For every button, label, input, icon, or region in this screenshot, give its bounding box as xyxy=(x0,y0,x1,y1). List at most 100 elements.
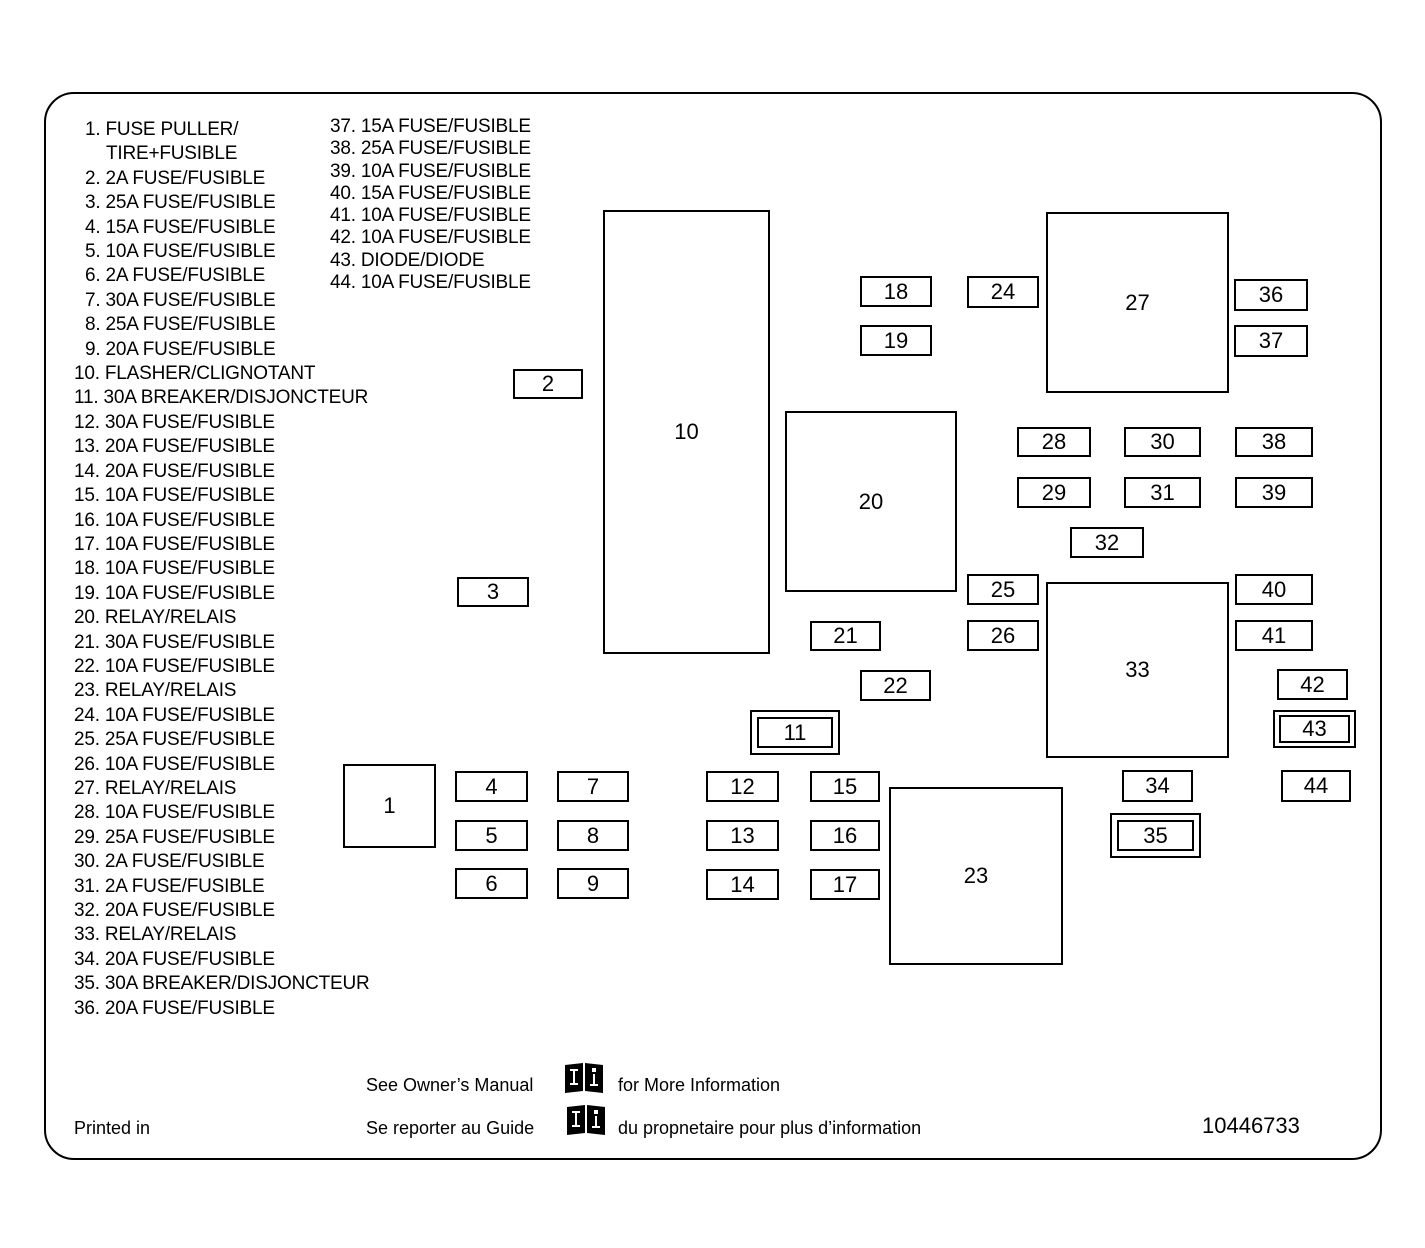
guide-book-icon xyxy=(567,1105,605,1135)
slot-label: 33 xyxy=(1125,657,1150,682)
fuse-slot-21: 21 xyxy=(810,621,881,651)
fuse-slot-22: 22 xyxy=(860,670,931,701)
fuse-slot-2: 2 xyxy=(513,369,583,399)
fuse-slot-17: 17 xyxy=(810,869,880,900)
fuse-slot-39: 39 xyxy=(1235,477,1313,508)
legend-entry: 13. 20A FUSE/FUSIBLE xyxy=(74,436,275,458)
relay-slot-23: 23 xyxy=(889,787,1063,965)
slot-label: 23 xyxy=(963,863,989,888)
legend-entry: 14. 20A FUSE/FUSIBLE xyxy=(74,460,275,482)
slot-label: 14 xyxy=(730,871,755,897)
slot-label: 20 xyxy=(858,488,884,514)
fuse-slot-28: 28 xyxy=(1017,427,1091,457)
printed-in-text: Printed in xyxy=(74,1118,151,1138)
legend-entry: 12. 30A FUSE/FUSIBLE xyxy=(74,411,275,433)
slot-label: 27 xyxy=(1125,289,1150,315)
slot-label: 38 xyxy=(1261,429,1287,454)
legend-entry: 24. 10A FUSE/FUSIBLE xyxy=(74,704,275,726)
fuse-slot-38: 38 xyxy=(1235,427,1313,457)
breaker-inner: 35 xyxy=(1117,820,1194,851)
fuse-slot-19: 19 xyxy=(860,325,932,356)
breaker-inner: 11 xyxy=(757,717,833,748)
breaker-slot-11: 11 xyxy=(750,710,840,755)
fuse-slot-13: 13 xyxy=(706,820,779,851)
slot-label: 1 xyxy=(383,793,396,818)
legend-entry: 34. 20A FUSE/FUSIBLE xyxy=(74,948,275,970)
fuse-slot-42: 42 xyxy=(1277,669,1348,700)
relay-slot-27: 27 xyxy=(1046,212,1229,393)
slot-label: 43 xyxy=(1302,716,1327,741)
slot-label: 25 xyxy=(990,576,1016,602)
slot-label: 3 xyxy=(486,579,500,604)
slot-label: 15 xyxy=(832,773,858,799)
legend-entry: 6. 2A FUSE/FUSIBLE xyxy=(85,265,266,287)
proprietaire-text: du propnetaire pour plus d’information xyxy=(618,1118,922,1138)
fuse-puller-slot-1: 1 xyxy=(343,764,436,848)
see-owners-manual-text: See Owner’s Manual xyxy=(366,1075,534,1095)
legend-entry: 10. FLASHER/CLIGNOTANT xyxy=(74,363,316,385)
slot-label: 17 xyxy=(832,871,858,897)
diode-inner: 43 xyxy=(1279,715,1350,743)
fuse-slot-44: 44 xyxy=(1281,770,1351,802)
fuse-slot-25: 25 xyxy=(967,574,1039,605)
legend-entry: 41. 10A FUSE/FUSIBLE xyxy=(330,205,531,227)
legend-entry: 31. 2A FUSE/FUSIBLE xyxy=(74,875,265,897)
legend-entry: 25. 25A FUSE/FUSIBLE xyxy=(74,729,275,751)
legend-entry: 15. 10A FUSE/FUSIBLE xyxy=(74,485,275,507)
fuse-slot-41: 41 xyxy=(1235,620,1313,651)
legend-entry: 23. RELAY/RELAIS xyxy=(74,680,237,702)
fuse-slot-31: 31 xyxy=(1124,477,1201,508)
fuse-slot-18: 18 xyxy=(860,276,932,307)
legend-entry: 26. 10A FUSE/FUSIBLE xyxy=(74,753,275,775)
se-reporter-text: Se reporter au Guide xyxy=(366,1118,535,1138)
slot-label: 36 xyxy=(1258,282,1284,307)
fuse-slot-30: 30 xyxy=(1124,427,1201,457)
fuse-slot-16: 16 xyxy=(810,820,880,851)
legend-entry: 33. RELAY/RELAIS xyxy=(74,924,237,946)
fuse-slot-37: 37 xyxy=(1234,325,1308,357)
owners-manual-book-icon xyxy=(565,1063,603,1093)
legend-entry: 29. 25A FUSE/FUSIBLE xyxy=(74,826,275,848)
fuse-slot-8: 8 xyxy=(557,820,629,851)
slot-label: 10 xyxy=(674,419,699,444)
diode-slot-43: 43 xyxy=(1273,710,1356,748)
slot-label: 40 xyxy=(1261,576,1287,602)
more-information-text: for More Information xyxy=(618,1075,781,1095)
legend-entry: 3. 25A FUSE/FUSIBLE xyxy=(85,192,276,214)
slot-label: 9 xyxy=(586,870,600,896)
legend-entry: 16. 10A FUSE/FUSIBLE xyxy=(74,509,275,531)
legend-entry: 19. 10A FUSE/FUSIBLE xyxy=(74,582,275,604)
fuse-slot-29: 29 xyxy=(1017,477,1091,508)
slot-label: 6 xyxy=(485,870,498,896)
legend-entry: 21. 30A FUSE/FUSIBLE xyxy=(74,631,275,653)
slot-label: 42 xyxy=(1300,671,1325,697)
legend-entry: 2. 2A FUSE/FUSIBLE xyxy=(85,167,266,189)
slot-label: 16 xyxy=(832,822,858,848)
slot-label: 2 xyxy=(541,371,555,396)
fuse-slot-15: 15 xyxy=(810,771,880,802)
part-number: 10446733 xyxy=(1202,1113,1300,1138)
slot-label: 34 xyxy=(1145,773,1170,798)
fuse-slot-32: 32 xyxy=(1070,527,1144,558)
slot-label: 26 xyxy=(990,622,1016,648)
fuse-slot-34: 34 xyxy=(1122,770,1193,802)
fuse-slot-7: 7 xyxy=(557,771,629,802)
slot-label: 18 xyxy=(883,278,909,304)
slot-label: 24 xyxy=(990,279,1016,304)
legend-entry: 1. FUSE PULLER/ xyxy=(85,119,239,140)
fuse-slot-14: 14 xyxy=(706,869,779,900)
legend-entry: 22. 10A FUSE/FUSIBLE xyxy=(74,655,275,677)
legend-entry: 43. DIODE/DIODE xyxy=(330,249,485,271)
legend-entry: 11. 30A BREAKER/DISJONCTEUR xyxy=(74,387,369,409)
slot-label: 39 xyxy=(1261,479,1287,505)
slot-label: 13 xyxy=(730,822,755,848)
relay-slot-20: 20 xyxy=(785,411,957,592)
legend-entry: 27. RELAY/RELAIS xyxy=(74,777,237,799)
fuse-slot-36: 36 xyxy=(1234,279,1308,311)
slot-label: 32 xyxy=(1094,529,1120,555)
slot-label: 7 xyxy=(586,773,600,799)
slot-label: 35 xyxy=(1143,822,1168,848)
slot-label: 44 xyxy=(1303,773,1329,798)
legend-entry: 32. 20A FUSE/FUSIBLE xyxy=(74,900,275,921)
